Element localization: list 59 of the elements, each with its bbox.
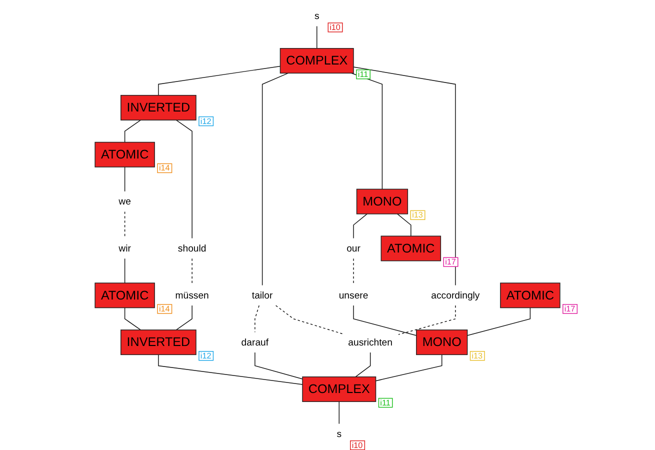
connector [396, 214, 412, 236]
connector [124, 307, 142, 330]
connector [355, 352, 371, 378]
connector [176, 120, 192, 239]
index-badge: i11 [356, 69, 370, 80]
connector [353, 214, 368, 239]
connector [350, 72, 383, 190]
connector [398, 305, 456, 335]
node-box [94, 142, 155, 168]
node-text: wir [118, 242, 131, 254]
index-badge: i14 [157, 163, 172, 174]
index-badge: i13 [410, 210, 426, 220]
connector [158, 66, 281, 96]
index-badge: i13 [470, 351, 485, 361]
connector [466, 307, 531, 336]
connector [254, 352, 303, 380]
node-text: s [314, 10, 320, 22]
node-box [120, 330, 196, 356]
index-badge: i12 [198, 351, 214, 361]
index-badge: i17 [562, 304, 578, 314]
node-text: we [118, 196, 131, 207]
connector [124, 120, 142, 143]
node-text: darauf [241, 336, 269, 348]
connector [353, 258, 354, 286]
node-text: müssen [175, 290, 209, 301]
node-box [280, 48, 354, 74]
index-badge: i11 [378, 398, 393, 408]
connector [316, 26, 318, 49]
connector [338, 401, 340, 424]
index-badge: i10 [350, 440, 366, 450]
connector [254, 305, 260, 333]
node-box [94, 282, 155, 308]
node-box [356, 188, 408, 214]
node-text: our [346, 242, 360, 254]
node-box [500, 282, 560, 308]
node-text: tailor [252, 290, 273, 301]
node-text: ausrichten [348, 336, 392, 348]
node-text: s [336, 428, 342, 440]
index-badge: i17 [443, 257, 458, 267]
connector [124, 211, 126, 239]
node-box [416, 330, 468, 356]
connector [262, 72, 288, 286]
connector [176, 305, 192, 330]
node-text: accordingly [431, 290, 480, 301]
connector [375, 354, 442, 382]
connector [124, 258, 126, 284]
node-text: unsere [338, 290, 368, 301]
index-badge: i10 [328, 22, 343, 32]
node-box [302, 376, 376, 402]
node-box [380, 236, 442, 262]
connector [124, 166, 126, 192]
connector [353, 305, 417, 336]
index-badge: i14 [157, 304, 172, 314]
connector [275, 305, 343, 334]
node-text: should [178, 242, 206, 254]
index-badge: i12 [198, 116, 214, 126]
connector [158, 354, 303, 385]
node-box [120, 94, 196, 120]
connector [353, 66, 456, 286]
